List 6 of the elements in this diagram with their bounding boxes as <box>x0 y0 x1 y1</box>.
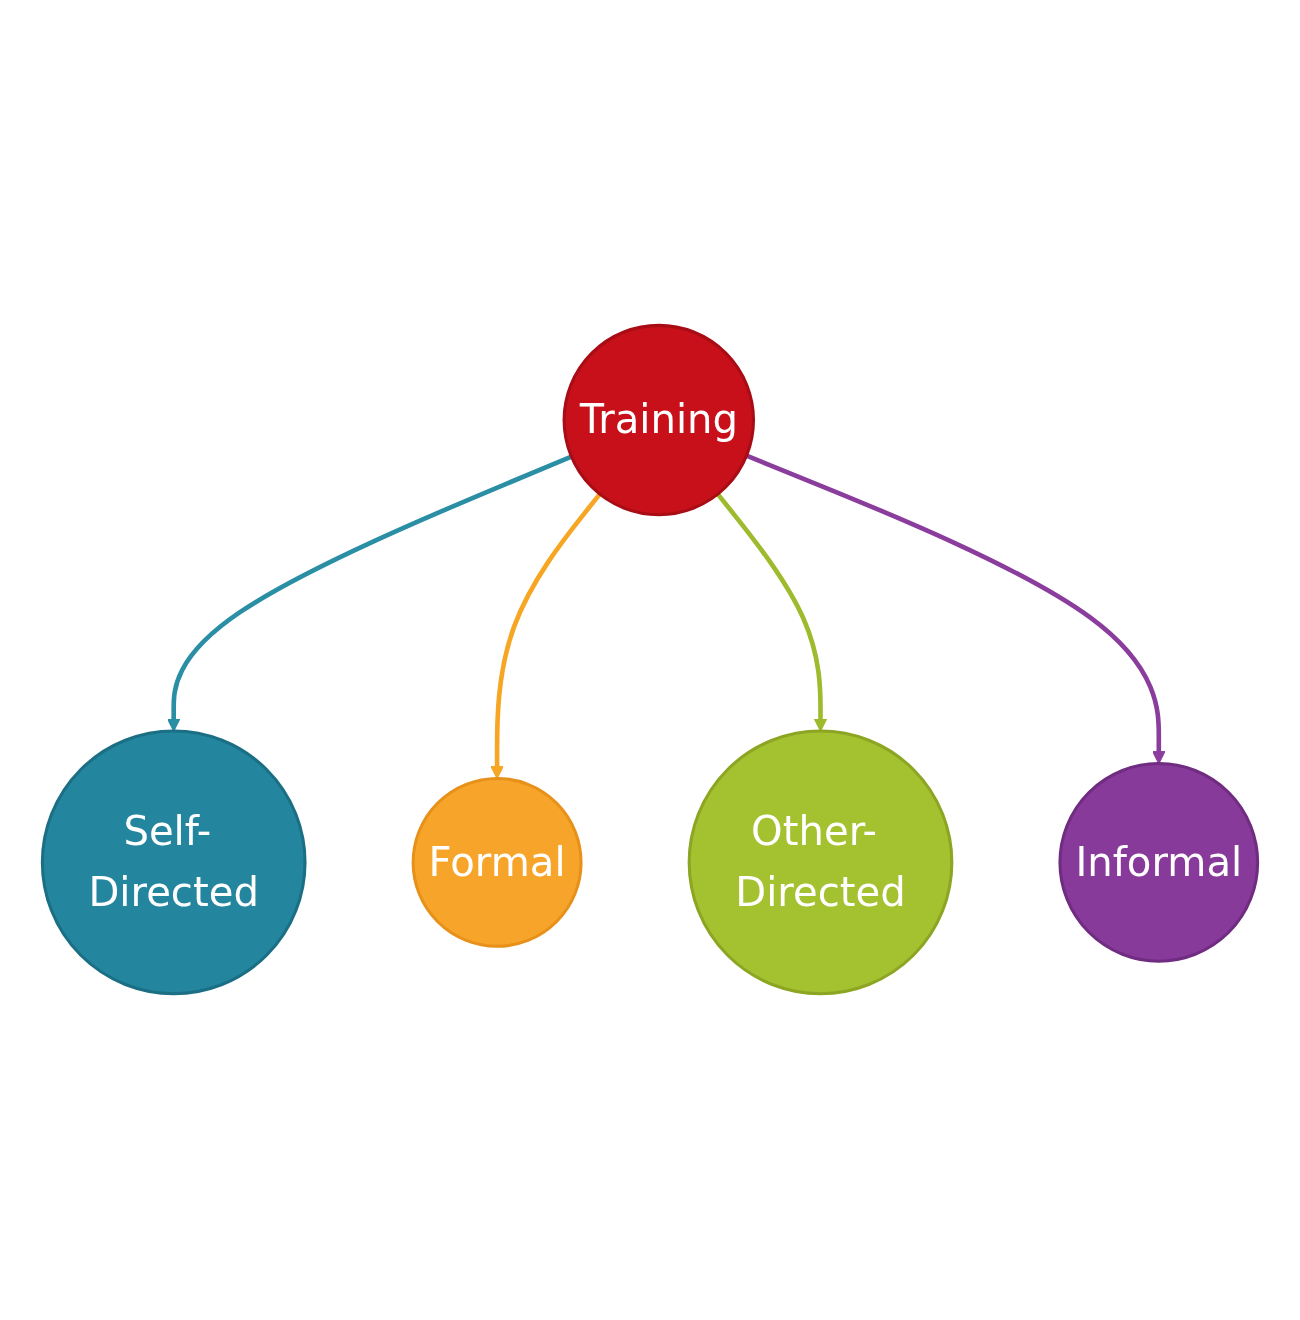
node-circle: Self- Directed <box>40 730 307 996</box>
node-circle: Other- Directed <box>687 730 954 996</box>
node-circle: Informal <box>1058 762 1260 964</box>
node-circle: Training <box>562 324 756 517</box>
node-circle: Formal <box>411 777 583 949</box>
arrow <box>490 493 602 780</box>
